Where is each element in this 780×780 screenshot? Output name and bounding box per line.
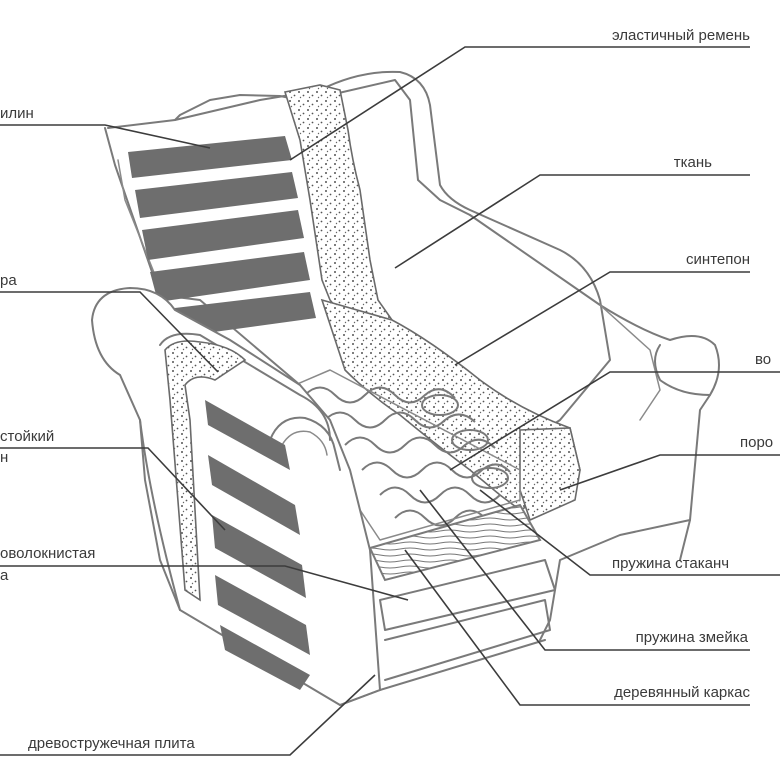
leader-left-4 xyxy=(0,565,409,601)
right-armrest-inner xyxy=(599,304,661,421)
back-inner-side xyxy=(117,159,166,301)
label-wood-frame: деревянный каркас xyxy=(614,684,750,701)
label-left-4a: оволокнистая xyxy=(0,545,95,562)
leader-fabric xyxy=(394,174,750,269)
label-chipboard: древостружечная плита xyxy=(28,735,195,752)
label-left-4b: а xyxy=(0,567,9,584)
snake-spring-6 xyxy=(394,509,486,527)
label-elastic-belt: эластичный ремень xyxy=(612,27,750,44)
back-slat-3 xyxy=(142,210,304,260)
pocket-spring-3 xyxy=(471,467,509,489)
leader-pocket-spring xyxy=(479,489,780,576)
seat-side-foam xyxy=(519,427,581,522)
leader-chipboard xyxy=(0,674,376,756)
snake-spring-1 xyxy=(304,386,456,404)
pocket-spring-1 xyxy=(421,394,459,416)
pocket-spring-2 xyxy=(451,429,489,451)
label-poro: поро xyxy=(740,434,773,451)
leader-poro xyxy=(559,454,780,491)
arm-slat-3 xyxy=(212,515,306,598)
label-volok: во xyxy=(755,351,771,368)
leader-sintepon xyxy=(454,271,750,366)
bottom-plinth xyxy=(384,599,551,681)
arm-slats xyxy=(205,400,310,690)
label-left-3b: н xyxy=(0,449,8,466)
arm-slat-4 xyxy=(215,575,310,655)
back-slat-2 xyxy=(135,172,298,218)
labels: эластичный ремень ткань синтепон во поро… xyxy=(0,27,773,752)
leader-snake-spring xyxy=(419,489,750,651)
label-left-1: илин xyxy=(0,105,34,122)
leader-elastic-belt xyxy=(289,46,750,161)
arm-slat-2 xyxy=(208,455,300,535)
arm-slat-1 xyxy=(205,400,290,470)
base-front xyxy=(339,639,546,706)
label-sintepon: синтепон xyxy=(686,251,750,268)
base-left xyxy=(139,419,181,611)
label-left-2: ра xyxy=(0,272,17,289)
back-slat-1 xyxy=(128,136,292,178)
left-armrest-front-roll-inner xyxy=(281,430,328,456)
armchair xyxy=(90,70,720,707)
back-right-inner xyxy=(329,79,471,216)
snake-spring-2 xyxy=(324,411,476,429)
leader-volok xyxy=(449,371,780,471)
label-fabric: ткань xyxy=(674,154,712,171)
snake-spring-3 xyxy=(344,436,496,454)
back-slat-4 xyxy=(150,252,310,302)
left-armrest-filling xyxy=(164,340,247,602)
right-side-body xyxy=(539,519,691,641)
back-right-shell xyxy=(319,70,611,431)
snake-spring-5 xyxy=(379,486,501,504)
label-snake-spring: пружина змейка xyxy=(636,629,749,646)
leaders xyxy=(0,46,780,756)
leader-wood-frame xyxy=(404,549,750,706)
label-pocket-spring: пружина стаканч xyxy=(612,555,729,572)
leader-left-2 xyxy=(0,291,219,373)
bottom-rail xyxy=(379,559,556,631)
label-left-3a: стойкий xyxy=(0,428,54,445)
leader-left-3 xyxy=(0,447,226,531)
leader-left-1 xyxy=(0,124,211,149)
left-armrest-roll-top xyxy=(159,332,331,441)
right-armrest-roll xyxy=(654,344,711,396)
back-top-cushion xyxy=(174,94,301,121)
right-armrest xyxy=(469,214,720,561)
left-armrest-front-roll xyxy=(269,416,341,471)
arm-slat-5 xyxy=(220,625,310,690)
